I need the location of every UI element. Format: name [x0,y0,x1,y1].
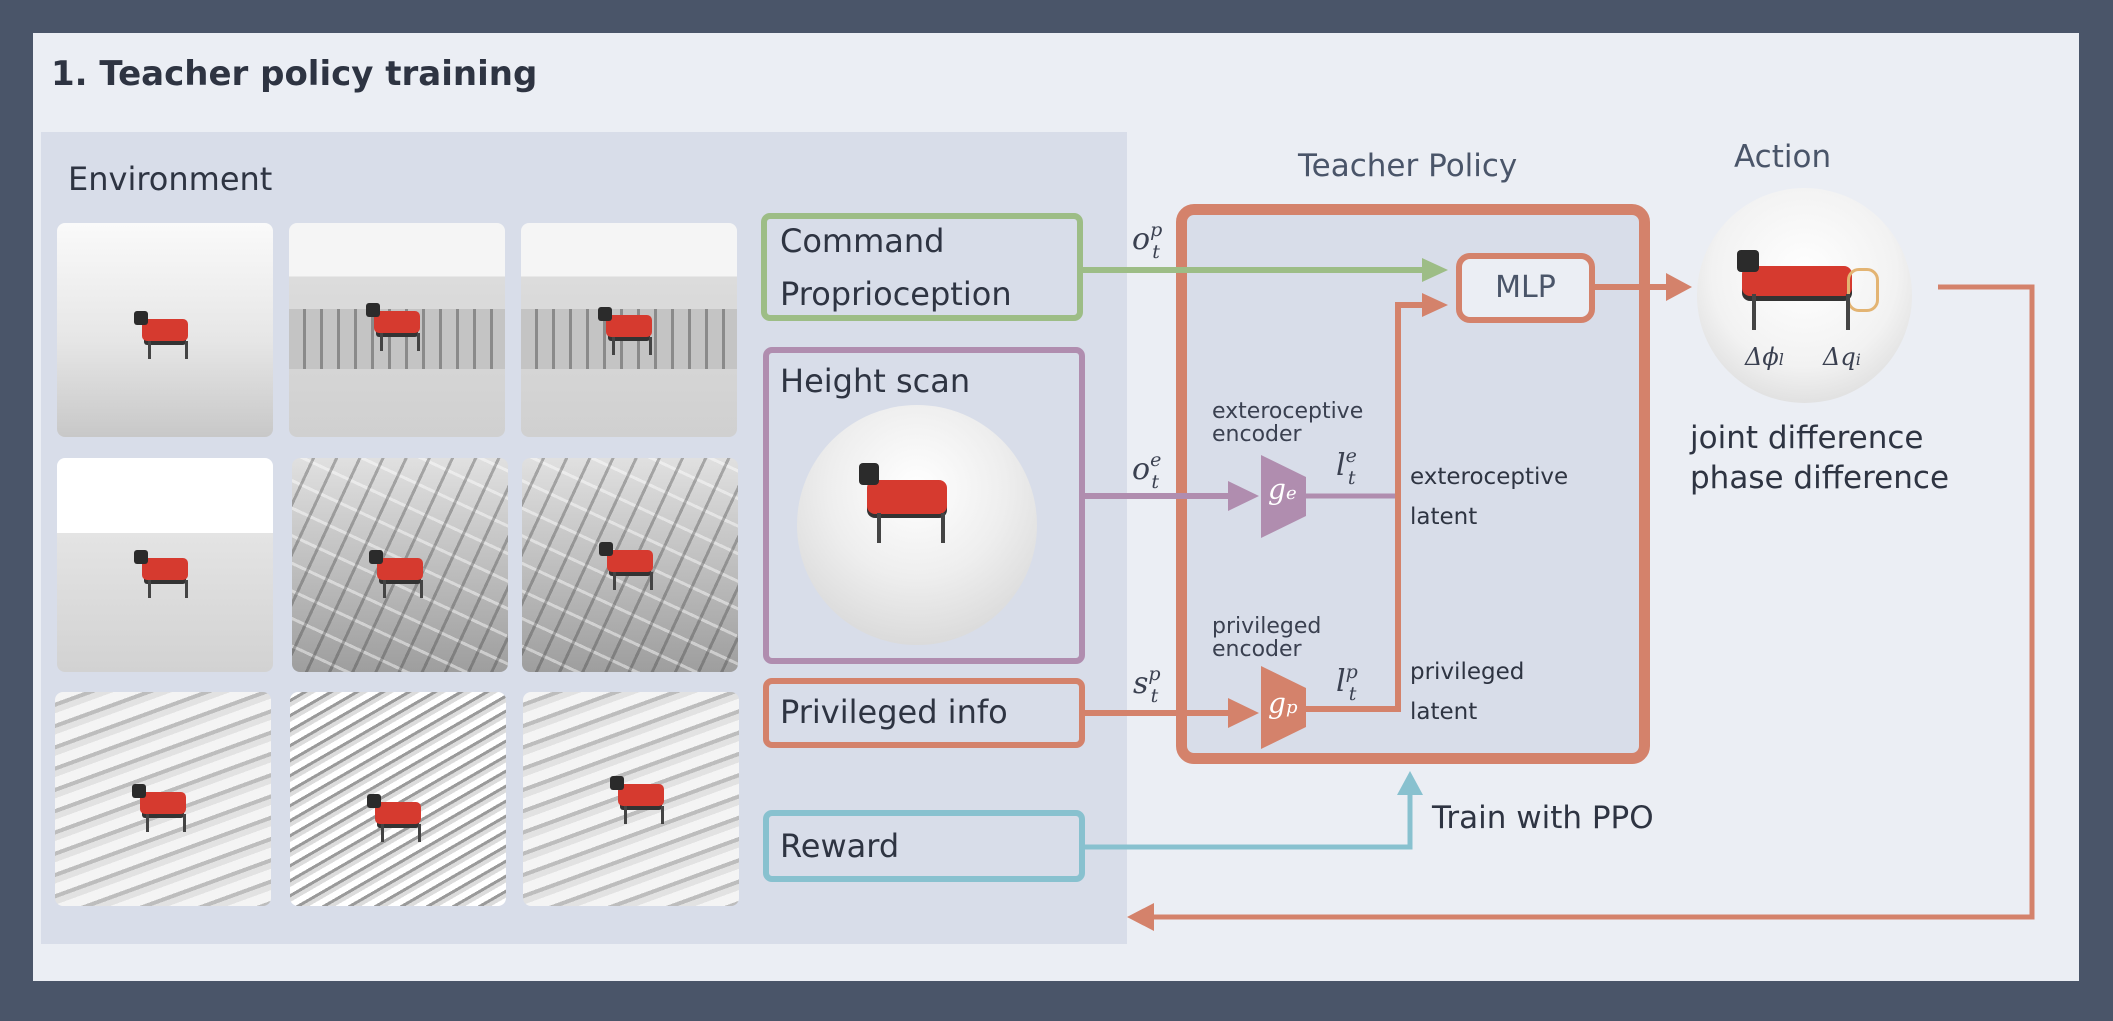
action-title: Action [1734,139,1832,175]
privileged-info-label: Privileged info [780,693,1008,731]
mlp-label: MLP [1495,270,1556,305]
ext-latent-label-2: latent [1410,504,1478,530]
terrain-thumbnail-flat-beams [57,458,273,672]
feedback-loop-path [1150,284,2035,920]
symbol-l-t-p: lpt [1336,661,1358,705]
height-scan-image [797,405,1037,645]
symbol-g-e: ge [1268,473,1297,506]
feedback-arrowhead [1127,903,1154,931]
mlp-box [1456,253,1595,323]
terrain-thumbnail-gap-terrain [521,223,737,437]
reward-box [763,810,1085,882]
mlp-output-arrowhead [1666,273,1692,301]
action-joint-difference: joint difference [1690,420,1924,456]
height-scan-label: Height scan [780,362,971,400]
reward-path [1085,792,1413,850]
symbol-s-t-p: spt [1133,663,1161,707]
priv-latent-path [1306,302,1425,712]
mlp-input-arrowhead [1422,293,1448,317]
proprio-arrowhead [1422,258,1448,282]
symbol-delta-phi: Δϕl [1745,343,1784,371]
terrain-thumbnail-stepping-blocks [289,223,505,437]
ext-encoder-label-1: exteroceptive [1212,399,1364,424]
terrain-thumbnail-stairs-up [55,692,271,906]
command-label: Command [780,222,945,260]
priv-latent-label-2: latent [1410,699,1478,725]
priv-latent-label-1: privileged [1410,659,1525,685]
priv-encoder-label-2: encoder [1212,637,1302,662]
action-phase-difference: phase difference [1690,460,1950,496]
priv-encoder-label-1: privileged [1212,614,1322,639]
environment-label: Environment [68,160,273,198]
priv-encoder-trapezoid [1261,666,1306,749]
action-robot-image [1697,188,1912,403]
proprioception-label: Proprioception [780,275,1012,313]
privileged-info-box [763,678,1085,748]
symbol-delta-q: Δqi [1823,343,1861,371]
terrain-thumbnail-stairs-steep [290,692,506,906]
reward-arrowhead [1397,771,1423,795]
teacher-policy-title: Teacher Policy [1298,148,1518,184]
ext-encoder-label-2: encoder [1212,422,1302,447]
priv-arrowhead [1228,698,1259,728]
symbol-g-p: gp [1268,687,1298,720]
train-ppo-label: Train with PPO [1432,800,1654,836]
ext-encoder-trapezoid [1261,455,1306,538]
symbol-l-t-e: let [1336,445,1357,489]
terrain-thumbnail-rough-hills [57,223,273,437]
height-scan-box [763,347,1085,664]
symbol-o-t-e: oet [1132,449,1162,493]
figure-title: 1. Teacher policy training [51,54,538,94]
terrain-thumbnail-block-field [522,458,738,672]
command-proprioception-box [761,213,1083,321]
height-arrowhead [1228,481,1259,511]
symbol-o-t-p: opt [1132,219,1163,263]
terrain-thumbnail-random-blocks [292,458,508,672]
terrain-thumbnail-stairs-side [523,692,739,906]
ext-latent-label-1: exteroceptive [1410,464,1569,490]
reward-label: Reward [780,827,900,865]
